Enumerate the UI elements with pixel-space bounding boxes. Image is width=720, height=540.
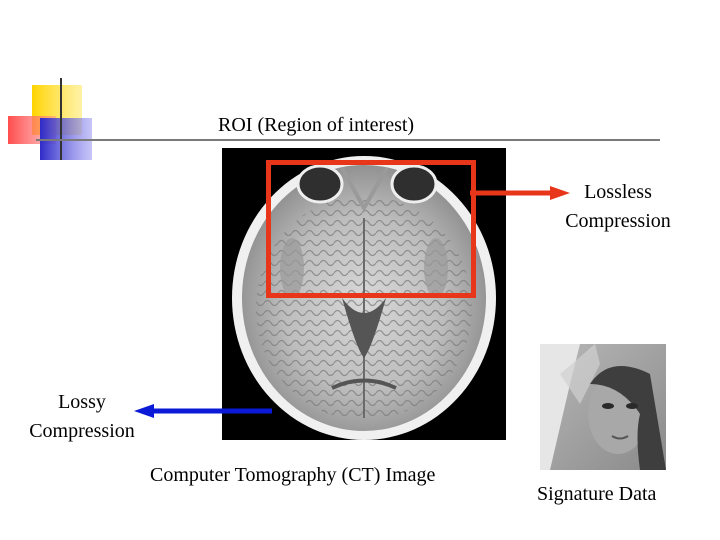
lossless-label: Lossless Compression: [550, 178, 686, 236]
roi-label: ROI (Region of interest): [218, 114, 415, 136]
ct-caption: Computer Tomography (CT) Image: [150, 464, 436, 486]
left-orbit: [296, 164, 344, 204]
signature-photo: [540, 344, 666, 470]
lossless-label-line2: Compression: [565, 210, 671, 232]
lossless-label-line1: Lossless: [584, 181, 652, 203]
signature-caption: Signature Data: [537, 483, 657, 505]
right-orbit: [390, 164, 438, 204]
roi-box: [266, 160, 476, 298]
lossy-arrow: [134, 404, 272, 418]
lossy-label: Lossy Compression: [14, 388, 150, 446]
lossy-label-line1: Lossy: [58, 391, 106, 413]
lossless-arrow: [470, 186, 570, 200]
decorative-corner-graphic: [8, 78, 660, 160]
lossy-label-line2: Compression: [29, 420, 135, 442]
